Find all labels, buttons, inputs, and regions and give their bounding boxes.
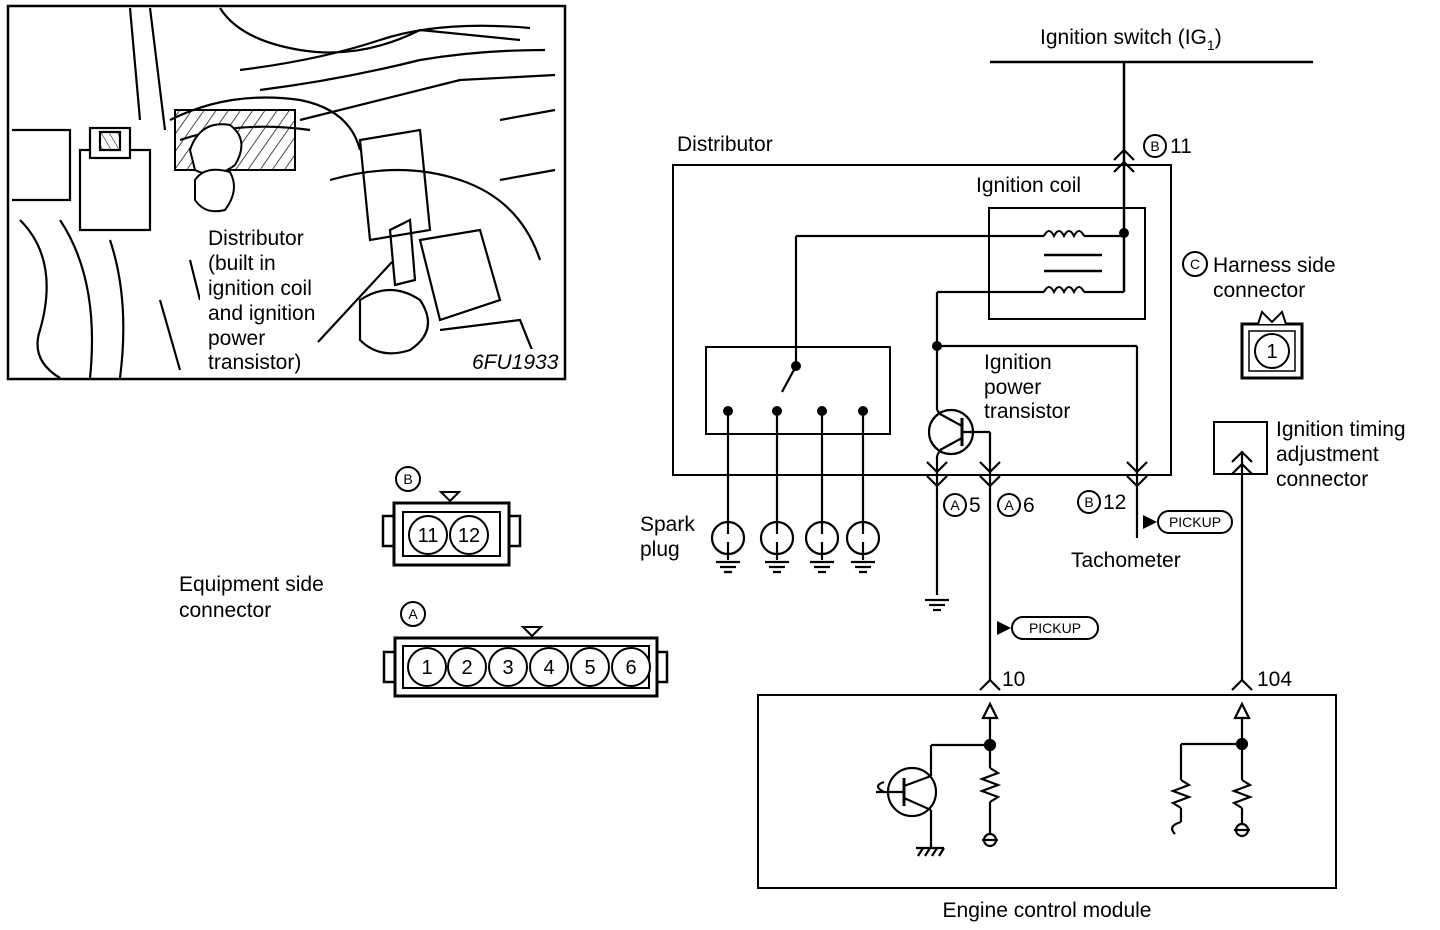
tachometer-label: Tachometer	[1071, 549, 1181, 572]
distributor-cap	[705, 346, 891, 435]
connector-b-pin: 11	[418, 525, 439, 547]
distributor-label: Distributor	[677, 133, 773, 156]
terminal-a5-label: A 5	[943, 493, 981, 517]
connector-a-pin: 1	[421, 657, 432, 679]
photo-callout-line: transistor)	[208, 351, 301, 374]
power-transistor-label-line: transistor	[984, 400, 1070, 423]
terminal-104-label: 104	[1257, 668, 1292, 691]
terminal-a5-number: 5	[969, 494, 981, 517]
ignition-coil-box	[988, 207, 1146, 320]
rotor	[781, 365, 797, 393]
distributor-box	[672, 164, 1172, 476]
connector-b-pin: 12	[458, 525, 480, 547]
terminal-a6-number: 6	[1023, 494, 1035, 517]
ecm-box	[757, 694, 1337, 889]
terminal-b11-label: B 11	[1143, 134, 1192, 158]
photo-callout-line: ignition coil	[208, 277, 312, 300]
power-transistor-label-line: Ignition	[984, 351, 1052, 374]
pickup-tag-tachometer: PICKUP	[1143, 510, 1233, 534]
ignition-switch-label: Ignition switch (IG1)	[1040, 26, 1222, 53]
harness-label-line: Harness side	[1213, 254, 1336, 277]
ecm-input-circuit-104	[1169, 701, 1254, 838]
timing-label-line: connector	[1276, 468, 1368, 491]
terminal-a6-label: A 6	[997, 493, 1035, 517]
ecm-label: Engine control module	[943, 899, 1152, 922]
spark-plugs	[710, 411, 881, 574]
power-transistor-label-line: power	[984, 376, 1041, 399]
terminal-b12-label: B 12	[1077, 490, 1126, 514]
timing-label-line: adjustment	[1276, 443, 1379, 466]
terminal-b11-number: 11	[1170, 135, 1192, 158]
connector-c-letter: C	[1190, 256, 1200, 272]
terminal-10-label: 10	[1002, 668, 1025, 691]
ecm-input-circuit-10	[876, 701, 1002, 857]
connector-a-pin: 4	[543, 657, 554, 679]
ground-symbol	[925, 598, 949, 612]
photo-callout-line: power	[208, 327, 265, 350]
connector-a-pin: 2	[461, 657, 472, 679]
ignition-coil-windings	[1043, 230, 1102, 295]
terminal-a6-letter: A	[1004, 497, 1014, 513]
connector-c-pin: 1	[1266, 341, 1277, 363]
timing-label-line: Ignition timing	[1276, 418, 1406, 441]
pickup-tag-ecm: PICKUP	[997, 616, 1099, 640]
power-transistor-symbol	[927, 408, 992, 680]
harness-side-connector: C Harness side connector 1	[1182, 251, 1336, 380]
photo-callout-line: and ignition	[208, 302, 315, 325]
callout-leader	[317, 261, 393, 343]
pickup-label: PICKUP	[1029, 620, 1081, 636]
timing-adjustment-connector: Ignition timing adjustment connector	[1213, 418, 1406, 680]
photo-code: 6FU1933	[472, 351, 559, 374]
connector-b-letter: B	[403, 471, 412, 487]
harness-label-line: connector	[1213, 279, 1305, 302]
photo-callout-line: (built in	[208, 252, 276, 275]
engine-bay-illustration: Distributor (built in ignition coil and …	[6, 4, 567, 381]
connector-b: B 11 12	[381, 466, 522, 567]
connector-a-pin: 3	[502, 657, 513, 679]
connector-a-letter: A	[408, 606, 418, 622]
spark-plug-label-line: Spark	[640, 513, 695, 536]
spark-plug-label-line: plug	[640, 538, 680, 561]
terminal-b12-number: 12	[1103, 491, 1126, 514]
ignition-coil-label: Ignition coil	[976, 174, 1081, 197]
terminal-a5-letter: A	[950, 497, 960, 513]
equipment-label-line: connector	[179, 599, 271, 622]
equipment-label-line: Equipment side	[179, 573, 324, 596]
terminal-b12-letter: B	[1084, 494, 1093, 510]
photo-callout-line: Distributor	[208, 227, 304, 250]
pickup-label: PICKUP	[1169, 514, 1221, 530]
connector-a: A 1 2 3 4 5 6	[382, 601, 669, 698]
connector-a-pin: 6	[625, 657, 636, 679]
terminal-b11-letter: B	[1150, 138, 1159, 154]
connector-a-pin: 5	[584, 657, 595, 679]
